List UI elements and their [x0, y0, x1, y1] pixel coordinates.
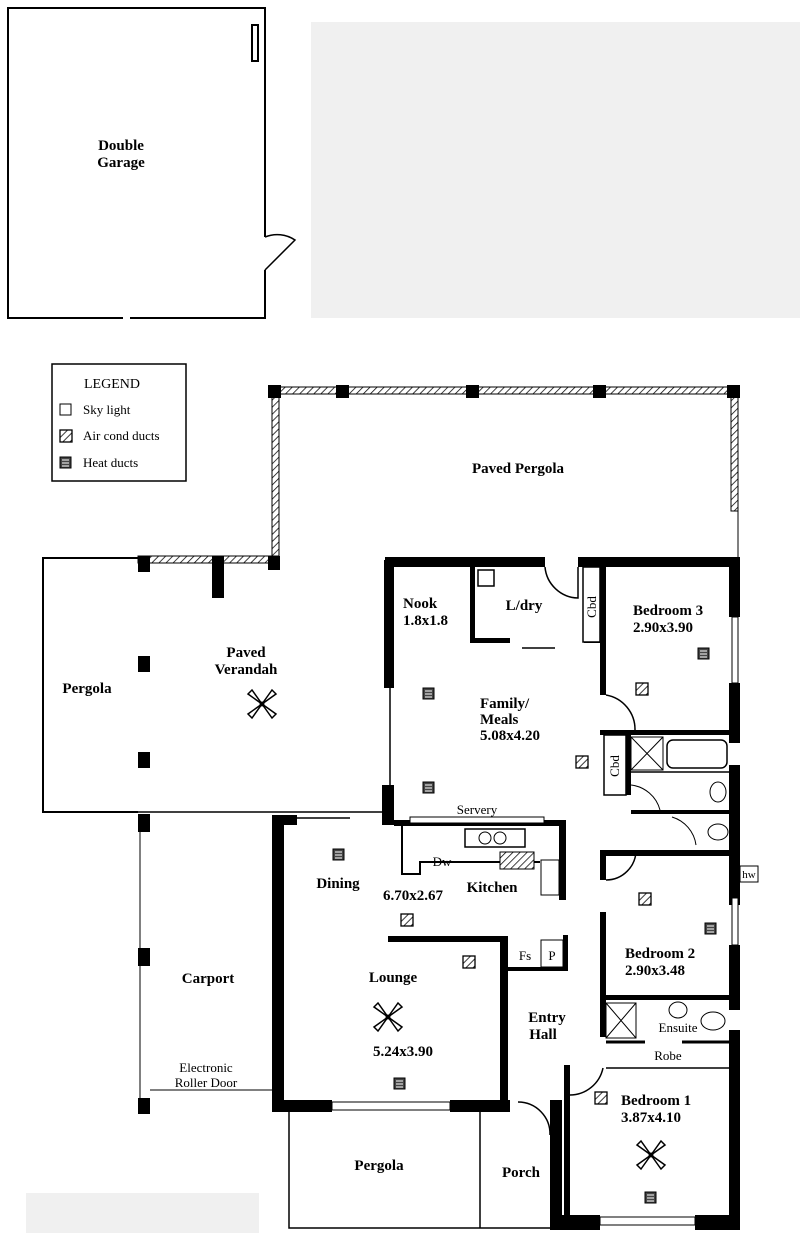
room-label: Pergola	[62, 681, 112, 697]
redacted-area	[311, 22, 800, 318]
heat-duct-icon	[697, 647, 710, 660]
room-label: Fs	[519, 948, 531, 963]
room-label: hw	[742, 869, 756, 881]
room-label: 5.24x3.90	[373, 1044, 433, 1060]
room-labels: Nook 1.8x1.8 L/dry Cbd Cbd Bedroom 3 2.9…	[150, 596, 756, 1181]
room-label: Cbd	[584, 596, 599, 618]
legend-label: Heat ducts	[83, 455, 138, 470]
heat-duct-icon	[332, 848, 345, 861]
room-label: Entry	[528, 1010, 566, 1026]
garage: Double Garage	[7, 7, 297, 319]
room-label: Paved Pergola	[472, 461, 565, 477]
heat-duct-icon	[644, 1191, 657, 1204]
heat-duct-icon	[422, 687, 435, 700]
legend: LEGEND Sky light Air cond ducts Heat duc…	[51, 363, 187, 482]
legend-label: Air cond ducts	[83, 428, 160, 443]
air-cond-duct-icon	[594, 1091, 608, 1105]
room-label: Lounge	[369, 970, 418, 986]
verandah-area: Pergola Paved Verandah	[42, 556, 388, 1114]
ceiling-fan-icon	[373, 1002, 403, 1032]
room-label: Dw	[433, 854, 452, 869]
walls	[272, 557, 759, 1230]
heat-duct-icon	[59, 456, 72, 469]
room-label: Garage	[97, 155, 145, 171]
room-label: Robe	[654, 1048, 682, 1063]
room-label: Verandah	[215, 662, 278, 678]
room-label: 3.87x4.10	[621, 1110, 681, 1126]
room-label: Double	[98, 138, 144, 154]
room-label: Porch	[502, 1165, 541, 1181]
room-label: 2.90x3.48	[625, 963, 685, 979]
air-cond-duct-icon	[575, 755, 589, 769]
room-label: Electronic	[179, 1060, 233, 1075]
room-label: 2.90x3.90	[633, 620, 693, 636]
heat-duct-icon	[393, 1077, 406, 1090]
heat-duct-icon	[422, 781, 435, 794]
room-label: 1.8x1.8	[403, 613, 448, 629]
room-label: Paved	[226, 645, 266, 661]
room-label: 5.08x4.20	[480, 728, 540, 744]
room-label: Roller Door	[175, 1075, 238, 1090]
room-label: Servery	[457, 802, 498, 817]
room-label: Cbd	[607, 755, 622, 777]
room-label: Nook	[403, 596, 438, 612]
air-cond-duct-icon	[400, 913, 414, 927]
room-label: Bedroom 2	[625, 946, 695, 962]
heat-duct-icon	[704, 922, 717, 935]
paved-pergola: Paved Pergola	[137, 385, 740, 564]
room-label: Family/	[480, 696, 530, 712]
room-label: Pergola	[354, 1158, 404, 1174]
room-label: P	[548, 948, 555, 963]
legend-label: Sky light	[83, 402, 131, 417]
room-label: Bedroom 3	[633, 603, 703, 619]
air-cond-duct-icon	[635, 682, 649, 696]
redacted-area	[26, 1193, 259, 1233]
room-label: Kitchen	[467, 880, 518, 896]
ceiling-fan-icon	[636, 1140, 666, 1170]
room-label: Carport	[182, 971, 235, 987]
sky-light-icon	[59, 403, 72, 416]
ceiling-fan-icon	[247, 689, 277, 719]
room-label: Bedroom 1	[621, 1093, 691, 1109]
legend-title: LEGEND	[84, 377, 140, 392]
air-cond-duct-icon	[462, 955, 476, 969]
room-label: L/dry	[506, 598, 543, 614]
air-cond-duct-icon	[59, 429, 73, 443]
room-label: Ensuite	[659, 1020, 698, 1035]
room-label: Dining	[316, 876, 360, 892]
room-label: Meals	[480, 712, 518, 728]
room-label: Hall	[529, 1027, 557, 1043]
room-label: 6.70x2.67	[383, 888, 444, 904]
air-cond-duct-icon	[638, 892, 652, 906]
